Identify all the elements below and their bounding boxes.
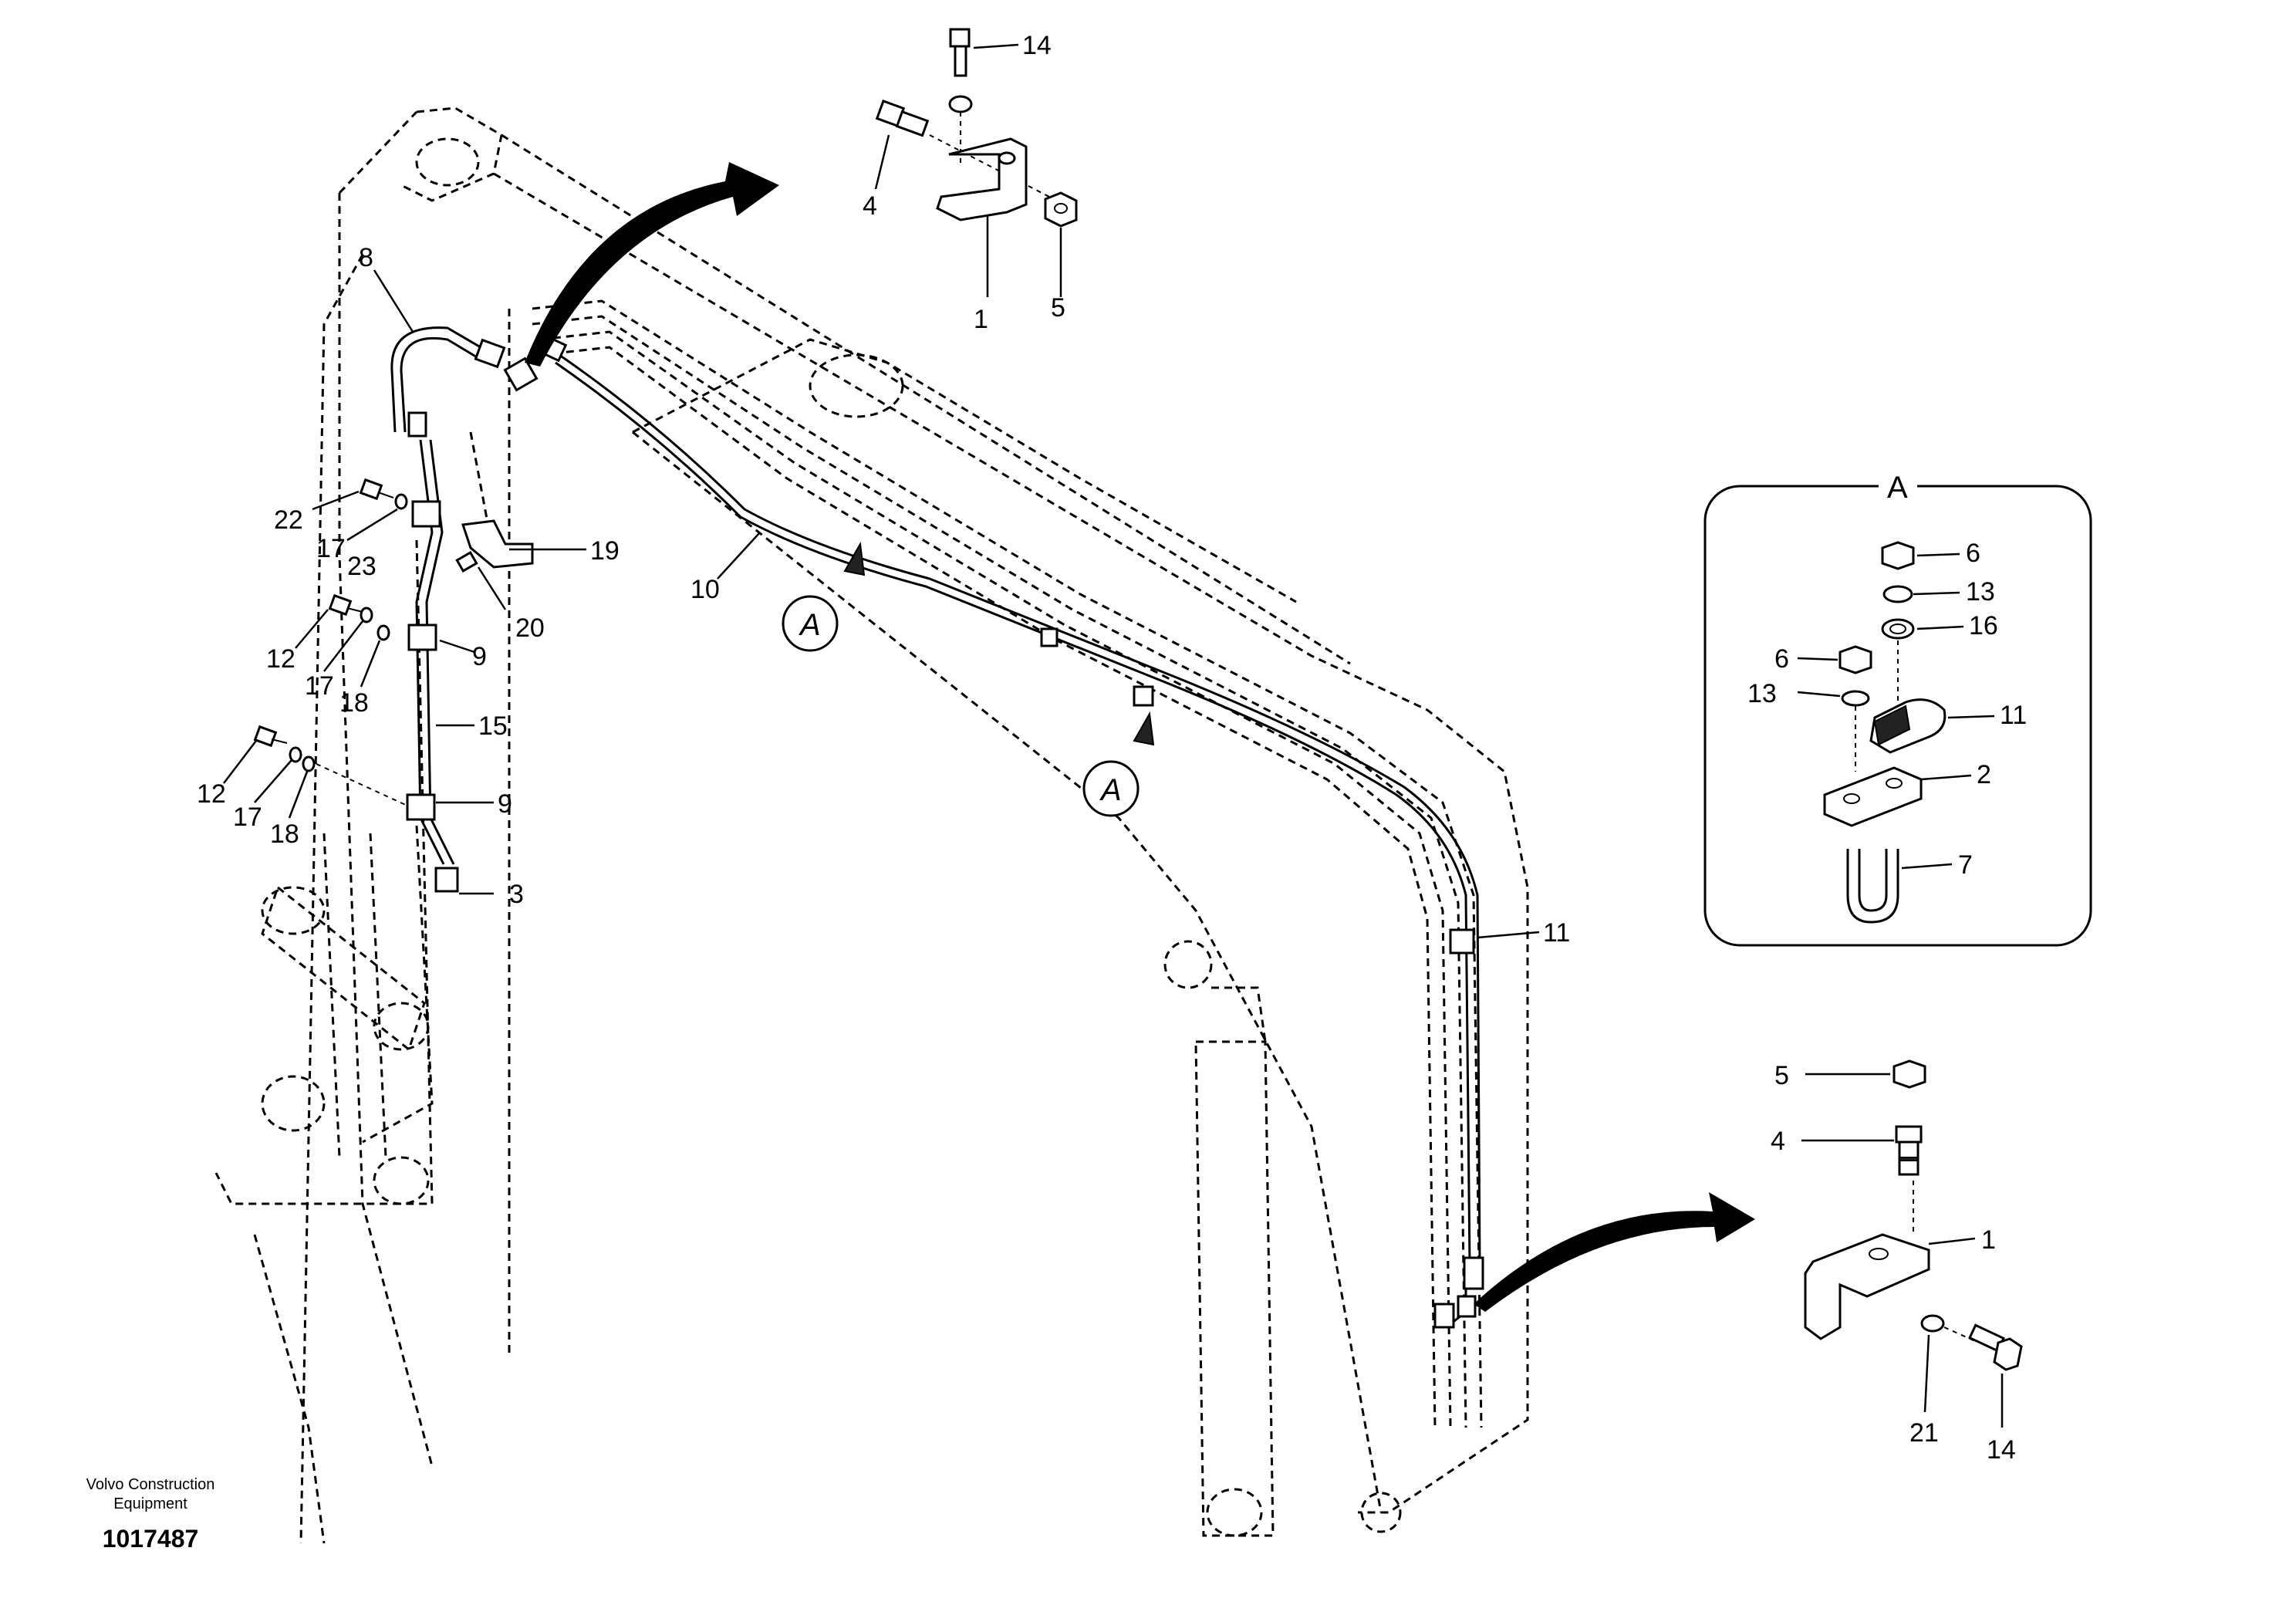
- detail-callout-7: 7: [1958, 850, 1973, 880]
- leader-lines: [223, 43, 2004, 1428]
- callout-21: 21: [1909, 1418, 1939, 1448]
- callout-1-bottom: 1: [1981, 1225, 1996, 1255]
- transfer-arrows: [525, 162, 1755, 1312]
- boom-outline: [214, 106, 1529, 1544]
- detail-a-pointers: [843, 541, 1155, 746]
- callout-15: 15: [478, 711, 508, 741]
- detail-callout-6-a: 6: [1966, 539, 1980, 568]
- detail-callout-13-b: 13: [1747, 679, 1777, 708]
- detail-callout-11: 11: [2000, 701, 2027, 730]
- pipe-assembly: [253, 326, 1484, 1329]
- callout-5-top: 5: [1051, 293, 1065, 323]
- ref-a-circle-1: [782, 595, 839, 652]
- callout-4-top: 4: [863, 191, 877, 221]
- callout-23: 23: [347, 552, 376, 581]
- callout-9-b: 9: [498, 789, 512, 819]
- detail-a-box: [1703, 467, 2092, 947]
- callout-11: 11: [1543, 918, 1570, 948]
- detail-callout-6-b: 6: [1774, 644, 1789, 674]
- callout-17-b: 17: [305, 671, 334, 701]
- callout-12-b: 12: [197, 779, 226, 809]
- ref-a-label-1: A: [799, 608, 821, 642]
- callout-19: 19: [590, 536, 620, 566]
- maker-name-line1: Volvo Construction: [86, 1476, 215, 1493]
- ref-a-label-2: A: [1099, 773, 1122, 807]
- callout-22: 22: [274, 505, 303, 535]
- callout-12-a: 12: [266, 644, 295, 674]
- callout-18-a: 18: [339, 688, 369, 718]
- detail-a-title: A: [1887, 471, 1908, 505]
- callout-17-c: 17: [233, 803, 262, 832]
- callout-17-a: 17: [316, 534, 346, 563]
- callout-20: 20: [515, 613, 545, 643]
- callout-14-bottom: 14: [1987, 1435, 2016, 1465]
- callout-9-a: 9: [472, 642, 487, 671]
- callout-14-top: 14: [1022, 31, 1052, 60]
- ref-a-circle-2: [1082, 760, 1140, 817]
- callout-5-bottom: 5: [1774, 1061, 1789, 1090]
- callout-1-top: 1: [974, 305, 988, 334]
- bottom-fitting-assembly: [1804, 1059, 2023, 1371]
- detail-callout-2: 2: [1977, 760, 1991, 789]
- callout-4-bottom: 4: [1771, 1127, 1785, 1156]
- detail-callout-16: 16: [1969, 611, 1998, 640]
- callout-3: 3: [509, 880, 524, 909]
- maker-name-line2: Equipment: [113, 1495, 187, 1512]
- callout-8: 8: [359, 243, 373, 272]
- top-fitting-assembly: [875, 28, 1078, 228]
- detail-callout-13-a: 13: [1966, 577, 1995, 607]
- callout-18-b: 18: [270, 819, 299, 849]
- callout-10: 10: [690, 575, 720, 604]
- drawing-number: 1017487: [103, 1525, 199, 1553]
